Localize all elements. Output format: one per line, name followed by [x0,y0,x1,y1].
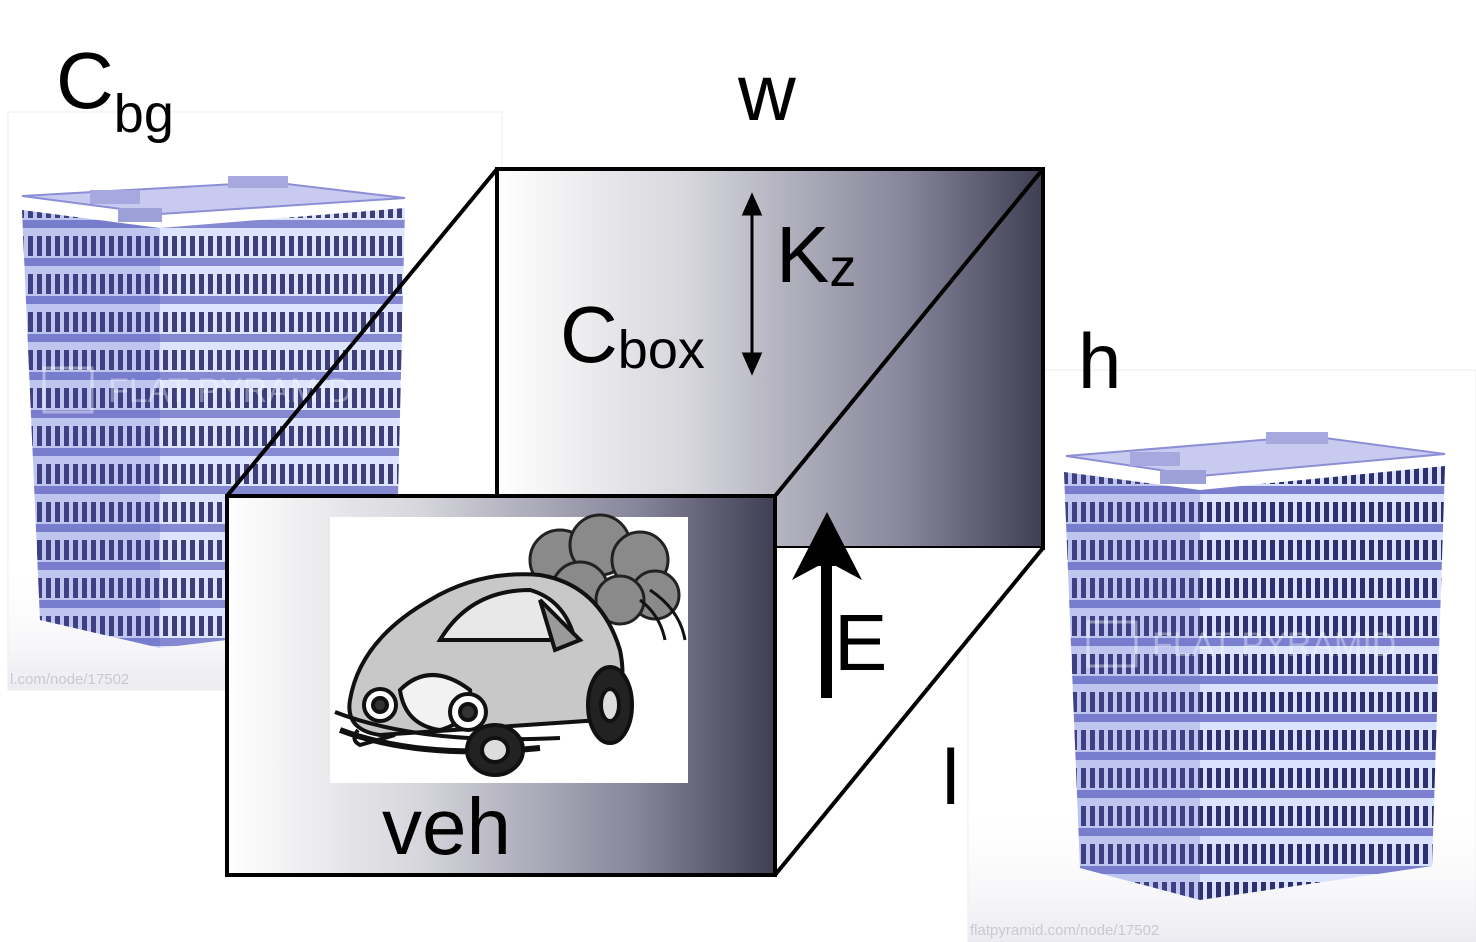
car-image [330,513,688,783]
c-box-label: Cbox [560,290,705,380]
kz-subscript: z [829,238,856,298]
c-box-symbol: C [560,290,618,379]
w-label: w [737,48,796,137]
box-back-face [495,167,1045,550]
l-label: l [942,733,959,821]
box-edge-top-right [773,167,1045,498]
right-watermark: FLAT PYRAMID flatpyramid.com/node/17502 [970,620,1396,939]
emission-arrow [792,512,862,698]
kz-symbol: K [776,210,829,299]
box-edge-top-left [225,167,499,498]
box-edge-bottom-right [773,546,1045,877]
c-bg-label: Cbg [56,36,174,144]
car-body-icon [334,572,687,777]
exhaust-cloud-icon [528,513,681,626]
e-label: E [834,598,887,687]
c-bg-subscript: bg [114,84,174,144]
h-label: h [1078,317,1121,405]
kz-label: Kz [776,210,856,299]
left-watermark-url: l.com/node/17502 [10,671,129,688]
veh-label: veh [382,782,511,871]
c-bg-symbol: C [56,36,114,125]
right-building-image [967,369,1476,942]
right-watermark-logo-text: FLAT PYRAMID [1152,626,1396,664]
kz-double-arrow [741,192,763,376]
c-box-subscript: box [618,320,705,380]
right-watermark-url: flatpyramid.com/node/17502 [970,922,1159,939]
